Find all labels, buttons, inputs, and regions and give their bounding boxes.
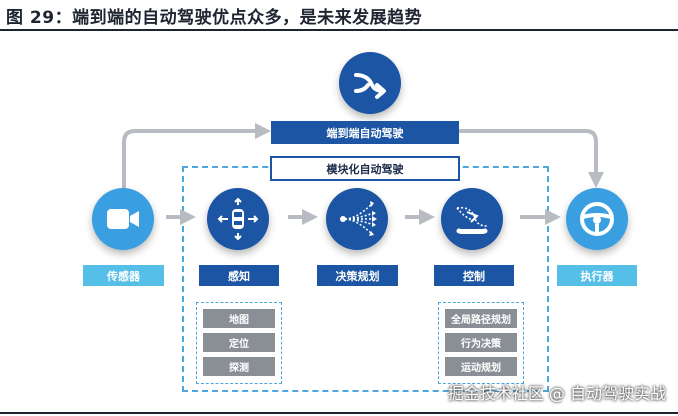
figure-title: 图 29：端到端的自动驾驶优点众多，是未来发展趋势 [6,8,423,27]
perception-label: 感知 [199,265,279,286]
planning-node [326,188,388,250]
control-sub-frame [438,302,524,384]
trajectory-control-icon [456,206,488,234]
perception-node [207,188,269,250]
modular-label: 模块化自动驾驶 [270,156,460,181]
watermark: 掘金技术社区 @ 自动驾驶实战 [447,384,666,403]
actuator-node [566,188,628,250]
steering-wheel-icon [580,202,614,236]
perception-sub-item: 定位 [203,333,275,352]
end-to-end-node [339,52,401,114]
perception-sub-item: 地图 [203,309,275,328]
sensor-label: 传感器 [83,265,164,286]
perception-sub-item: 探测 [203,357,275,376]
control-sub-item: 行为决策 [445,333,517,352]
control-node [441,188,503,250]
control-sub-item: 运动规划 [445,357,517,376]
branching-paths-icon [340,201,377,236]
bottom-rule [0,412,678,414]
end-to-end-label: 端到端自动驾驶 [271,121,459,144]
control-label: 控制 [434,265,514,286]
sensor-node [92,188,154,250]
control-sub-item: 全局路径规划 [445,309,517,328]
title-rule [0,29,678,31]
actuator-label: 执行器 [557,265,637,286]
car-sensing-icon [217,197,259,241]
planning-label: 决策规划 [317,265,398,286]
end-to-end-return-arrow [458,129,604,188]
camera-icon [107,209,139,229]
merge-arrow-icon [354,73,386,99]
perception-sub-frame [196,302,282,384]
end-to-end-arrow [122,123,271,188]
